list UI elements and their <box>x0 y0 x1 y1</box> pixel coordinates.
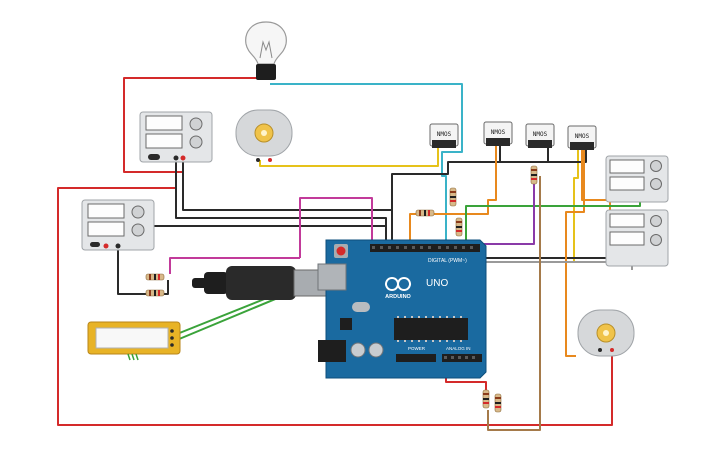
analog-label: ANALOG IN <box>446 346 471 351</box>
mosfet-3[interactable]: NMOS <box>525 123 555 148</box>
resistor[interactable] <box>415 209 435 217</box>
terminal-neg[interactable] <box>173 155 179 161</box>
mosfet-label: NMOS <box>575 133 590 140</box>
resistor[interactable] <box>530 165 538 185</box>
lcd-screen <box>95 327 169 349</box>
display <box>609 213 645 228</box>
capacitor <box>350 342 366 358</box>
chip-small <box>340 318 352 330</box>
knob[interactable] <box>189 117 203 131</box>
crystal <box>352 302 370 312</box>
light-bulb[interactable] <box>245 21 287 80</box>
usb-port[interactable] <box>317 263 347 291</box>
wire-black-supply2[interactable] <box>119 225 386 240</box>
display <box>609 231 645 246</box>
display <box>87 221 125 237</box>
display <box>145 115 183 131</box>
arduino-brand: ARDUINO <box>385 294 411 300</box>
switch[interactable] <box>148 154 160 160</box>
power-supply-4[interactable] <box>605 209 669 267</box>
power-jack[interactable] <box>318 340 346 362</box>
wire-black-mosfets[interactable] <box>391 146 587 210</box>
board-pcb <box>325 239 487 379</box>
wire-magenta[interactable] <box>169 197 373 274</box>
power-supply-2[interactable] <box>81 199 155 251</box>
resistor[interactable] <box>145 273 165 281</box>
digital-label: DIGITAL (PWM~) <box>428 258 467 264</box>
display <box>609 159 645 174</box>
bulb-glass <box>245 21 287 65</box>
wire-brown[interactable] <box>487 176 541 431</box>
mosfet-label: NMOS <box>437 131 452 138</box>
lcd-display[interactable] <box>87 321 181 361</box>
mosfet-1[interactable]: NMOS <box>429 123 459 148</box>
mosfet-label: NMOS <box>491 129 506 136</box>
wire-black-top[interactable] <box>182 160 393 246</box>
bulb-base <box>256 64 276 80</box>
motor-terminal[interactable] <box>610 348 614 352</box>
power-supply-1[interactable] <box>139 111 213 163</box>
mosfet-4[interactable]: NMOS <box>567 125 597 150</box>
arduino-uno-board[interactable]: DIGITAL (PWM~) ARDUINO UNO POWER ANALOG … <box>317 239 487 379</box>
power-label: POWER <box>408 346 426 351</box>
wire-cyan-bulb[interactable] <box>270 83 463 246</box>
wire-black-res[interactable] <box>117 248 169 295</box>
wire-yellow-motor1[interactable] <box>259 146 439 167</box>
knob[interactable] <box>650 178 662 190</box>
knob[interactable] <box>131 223 145 237</box>
switch[interactable] <box>90 242 100 247</box>
terminal-pos[interactable] <box>103 243 109 249</box>
resistor[interactable] <box>449 187 457 207</box>
wire-purple[interactable] <box>469 176 535 248</box>
terminal-neg[interactable] <box>115 243 121 249</box>
microcontroller-chip <box>394 318 468 340</box>
display <box>87 203 125 219</box>
knob[interactable] <box>650 234 662 246</box>
resistor[interactable] <box>455 217 463 237</box>
resistor[interactable] <box>482 389 490 409</box>
knob[interactable] <box>131 205 145 219</box>
analog-header[interactable] <box>442 354 482 362</box>
digital-pins <box>372 246 473 249</box>
terminal-pos[interactable] <box>180 155 186 161</box>
wire-black-mid[interactable] <box>175 160 387 246</box>
power-supply-3[interactable] <box>605 155 669 203</box>
mosfet-label: NMOS <box>533 131 548 138</box>
motor-terminal[interactable] <box>268 158 272 162</box>
knob[interactable] <box>650 160 662 172</box>
usb-cable[interactable] <box>192 266 333 300</box>
power-header[interactable] <box>396 354 436 362</box>
resistor[interactable] <box>494 393 502 413</box>
digital-header[interactable] <box>370 244 480 252</box>
bulb-filament <box>259 40 273 59</box>
arduino-model: UNO <box>426 278 448 289</box>
display <box>145 133 183 149</box>
resistor[interactable] <box>145 289 165 297</box>
knob[interactable] <box>650 215 662 227</box>
chip-pins <box>397 316 462 342</box>
knob[interactable] <box>189 135 203 149</box>
capacitor <box>368 342 384 358</box>
analog-pins <box>444 356 475 359</box>
dc-motor-2[interactable] <box>577 309 635 357</box>
motor-terminal[interactable] <box>598 348 602 352</box>
mosfet-2[interactable]: NMOS <box>483 121 513 146</box>
dc-motor-1[interactable] <box>235 109 293 162</box>
motor-terminal[interactable] <box>256 158 260 162</box>
display <box>609 176 645 191</box>
arduino-logo-icon <box>385 277 411 291</box>
